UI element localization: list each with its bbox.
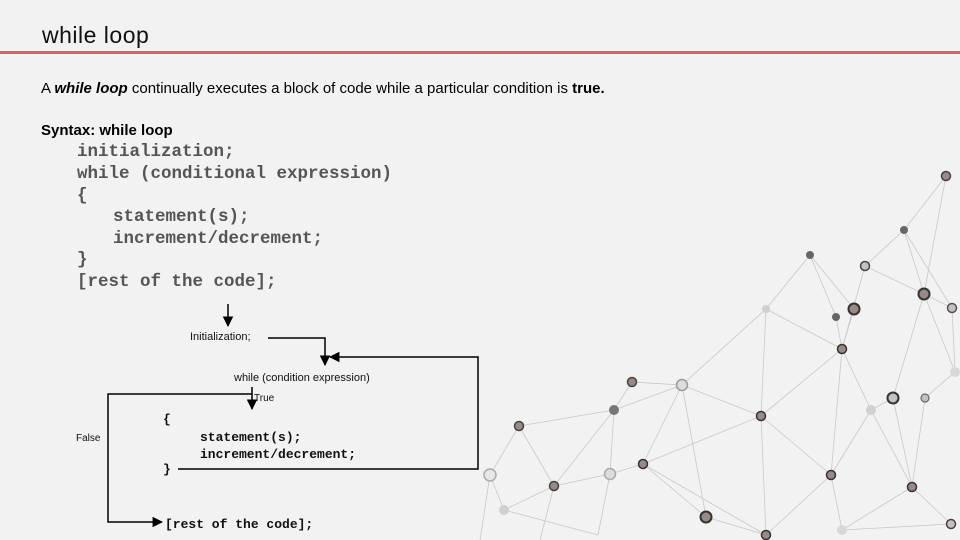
syntax-line-while: while (conditional expression) xyxy=(77,164,393,184)
syntax-line-increment: increment/decrement; xyxy=(113,229,324,249)
syntax-line-statement: statement(s); xyxy=(113,207,250,227)
flow-statement: statement(s); xyxy=(200,430,302,445)
intro-text: A while loop continually executes a bloc… xyxy=(41,80,605,97)
intro-term: while loop xyxy=(54,80,128,97)
syntax-line-open-brace: { xyxy=(77,186,88,206)
syntax-line-rest: [rest of the code]; xyxy=(77,272,277,292)
flow-init-label: Initialization; xyxy=(190,331,251,343)
flow-close-brace: } xyxy=(163,462,171,477)
syntax-line-init: initialization; xyxy=(77,142,235,162)
syntax-heading: Syntax: while loop xyxy=(41,122,173,139)
flow-rest-of-code: [rest of the code]; xyxy=(165,517,314,532)
flow-false-label: False xyxy=(76,433,101,444)
flow-increment: increment/decrement; xyxy=(200,447,357,462)
slide-title: while loop xyxy=(42,22,150,48)
flow-open-brace: { xyxy=(163,412,171,427)
syntax-line-close-brace: } xyxy=(77,250,88,270)
flow-condition-label: while (condition expression) xyxy=(234,372,370,384)
flow-true-label: True xyxy=(254,393,275,404)
title-underline xyxy=(0,51,960,54)
intro-emph: true. xyxy=(572,80,605,97)
